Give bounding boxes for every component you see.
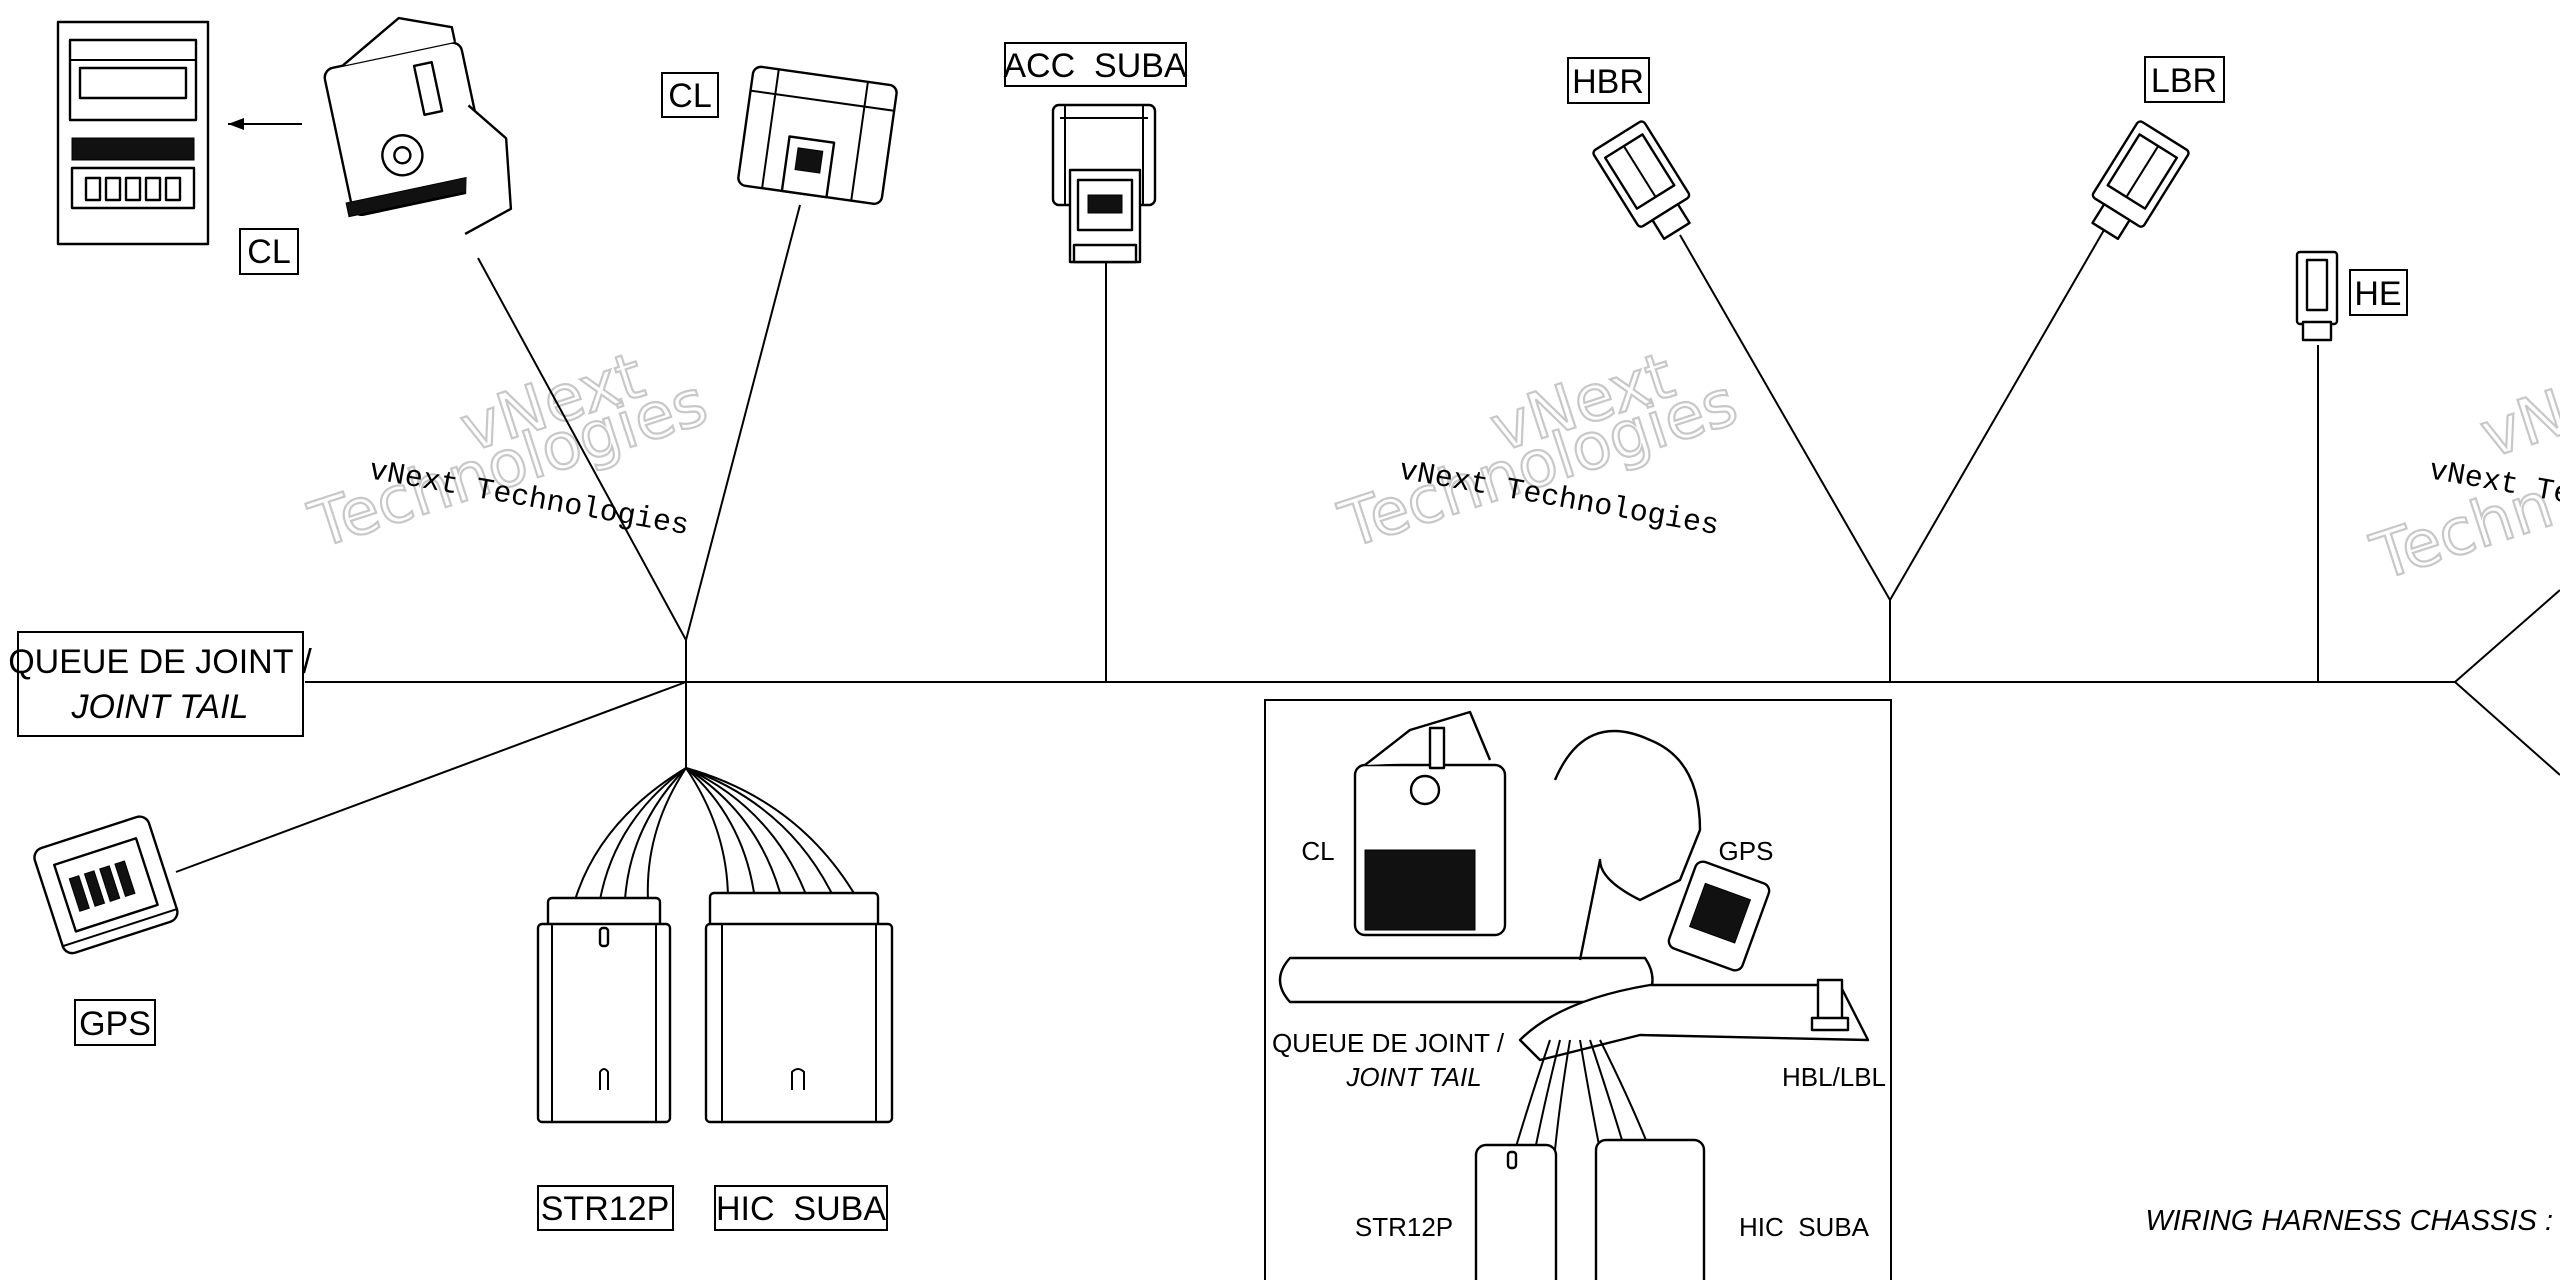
- watermark-3: Techn vNe vNext Te: [2362, 363, 2560, 597]
- lbr-wire: [1889, 229, 2105, 601]
- label-str12p: STR12P: [537, 1185, 674, 1231]
- queue-label-line1: QUEUE DE JOINT /: [8, 643, 312, 681]
- inset-label-hbl-lbl: HBL/LBL: [1782, 1062, 1886, 1092]
- fan-wire: [685, 767, 783, 901]
- inset-bolt: [1816, 978, 1844, 1022]
- cl-connector-angled: [323, 16, 513, 236]
- inset-label-queue-line2: JOINT TAIL: [1345, 1062, 1481, 1092]
- inset-assembly-view: CL GPS QUEUE DE JOINT / JOINT TAIL HBL/L…: [1264, 699, 1892, 1280]
- latch-icon: [791, 1068, 805, 1090]
- cl-connector-detail: [56, 20, 302, 246]
- fan-wire: [685, 767, 729, 901]
- lbr-connector: [2091, 120, 2190, 241]
- hbr-connector: [1592, 120, 1691, 241]
- fan-wire: [685, 767, 859, 901]
- he-connector: [2295, 250, 2339, 342]
- gps-connector: [33, 815, 179, 955]
- queue-label-line2: JOINT TAIL: [71, 688, 249, 726]
- watermark-1: Technologies vNext vNext Technologies: [300, 338, 717, 565]
- label-he: HE: [2349, 269, 2408, 316]
- connector-label: HBR: [1572, 63, 1644, 101]
- fan-wire: [599, 767, 687, 901]
- cl-branch-wire: [477, 257, 687, 641]
- connector-label: ACC SUBA: [1003, 47, 1187, 85]
- inset-label-str12p: STR12P: [1355, 1212, 1453, 1242]
- watermark-vnext: vNe: [2472, 364, 2560, 473]
- connector-label: LBR: [2151, 62, 2217, 100]
- label-hbr: HBR: [1567, 57, 1650, 104]
- connector-label: CL: [668, 77, 711, 115]
- watermark-2: Technologies vNext vNext Technologies: [1330, 338, 1747, 565]
- arrow-left-icon: [228, 118, 244, 130]
- acc-suba-connector: [1051, 103, 1157, 264]
- label-lbr: LBR: [2144, 56, 2225, 103]
- label-hic-suba: HIC SUBA: [714, 1185, 888, 1231]
- cl-branch-wire-2: [685, 204, 801, 641]
- trunk-branch-down: [2454, 681, 2560, 776]
- inset-hic-suba-connector: [1594, 1138, 1706, 1280]
- inset-label-hic-suba: HIC SUBA: [1739, 1212, 1870, 1242]
- str12p-connector: [536, 896, 672, 1124]
- fan-wire: [685, 767, 809, 901]
- fan-wire: [646, 767, 687, 901]
- hic-suba-connector: [704, 891, 894, 1124]
- trunk-branch-up: [2454, 589, 2560, 683]
- inset-label-queue-line1: QUEUE DE JOINT /: [1272, 1028, 1505, 1058]
- fan-wire: [574, 767, 687, 901]
- label-cl-top: CL: [661, 72, 719, 118]
- inset-harness-tube: [1278, 956, 1654, 1004]
- label-queue-de-joint: QUEUE DE JOINT / JOINT TAIL: [8, 631, 312, 737]
- gps-wire: [175, 681, 687, 873]
- inset-label-cl: CL: [1301, 836, 1334, 866]
- harness-wires: [175, 204, 2560, 901]
- connector-label: HE: [2354, 275, 2401, 313]
- connector-label: GPS: [79, 1005, 151, 1043]
- connector-label: HIC SUBA: [716, 1190, 886, 1228]
- fan-wire: [624, 767, 687, 901]
- fan-wire: [685, 767, 836, 901]
- latch-icon: [599, 1068, 609, 1090]
- cl-connector-2: [737, 65, 898, 206]
- fan-wire: [685, 767, 756, 901]
- label-gps: GPS: [74, 999, 156, 1046]
- connector-label: CL: [247, 233, 290, 271]
- hbr-wire: [1679, 234, 1891, 601]
- inset-str12p-connector: [1474, 1143, 1558, 1280]
- label-acc-suba: ACC SUBA: [1003, 42, 1187, 87]
- connector-label: STR12P: [541, 1190, 670, 1228]
- label-cl-top-left: CL: [239, 228, 299, 275]
- harness-title: WIRING HARNESS CHASSIS :: [2145, 1205, 2553, 1237]
- inset-label-gps: GPS: [1719, 836, 1774, 866]
